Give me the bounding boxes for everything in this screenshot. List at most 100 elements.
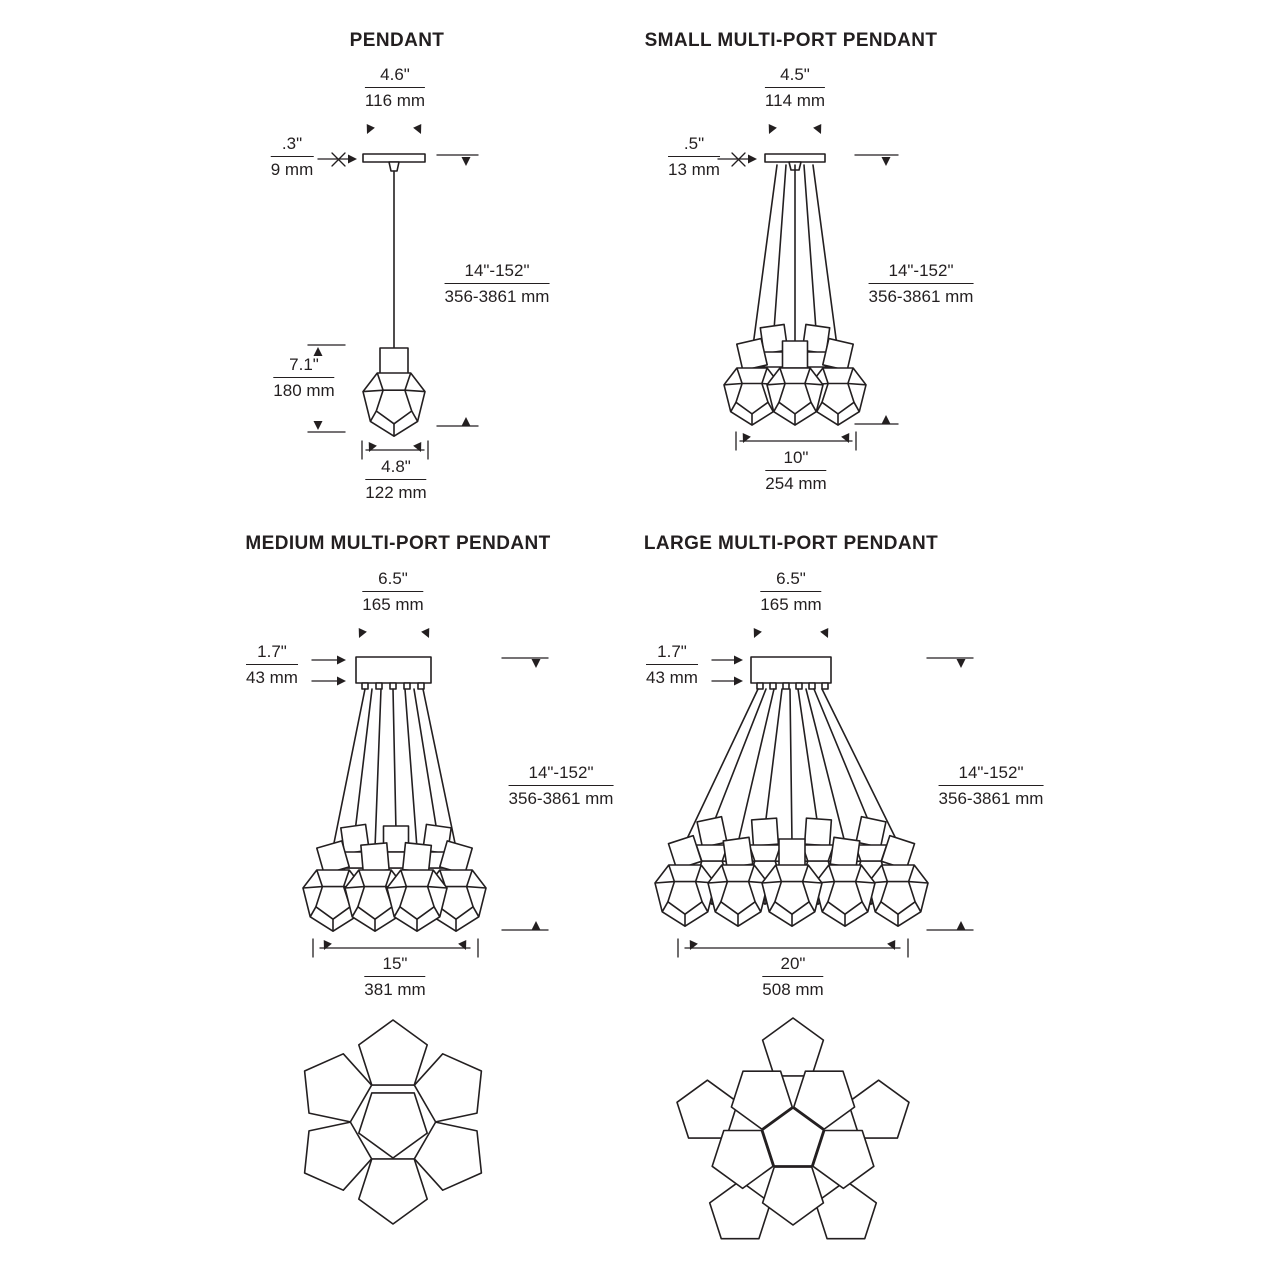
title-pendant: PENDANT (349, 30, 445, 51)
shade-facet-line (400, 869, 408, 887)
dim-inches: 6.5" (760, 568, 822, 593)
dim-mm: 165 mm (362, 595, 424, 615)
asterisk-mark (731, 152, 746, 167)
shade-facet-line (853, 401, 860, 413)
shade-center-facet (821, 382, 855, 415)
cord-grip (756, 682, 764, 690)
shade-facet-line (822, 367, 829, 384)
cord (737, 688, 775, 844)
shade-facet-line (775, 864, 783, 882)
shade-facet-line (426, 869, 434, 887)
socket (821, 337, 855, 372)
cord-grip (375, 682, 383, 690)
canopy (355, 656, 432, 684)
stem-mount (388, 161, 400, 172)
pentagon-top-view (814, 1180, 878, 1240)
dim-pendant-canopy-height: .3" 9 mm (270, 133, 314, 181)
shade-facet-line (907, 864, 915, 882)
socket (781, 340, 809, 369)
cord (354, 688, 373, 833)
dim-inches: 1.7" (646, 641, 698, 666)
shade-facet-line (376, 372, 384, 391)
shade-facet-line (801, 864, 809, 882)
dim-small-canopy-height: .5" 13 mm (668, 133, 720, 181)
shade-facet-line (854, 864, 862, 882)
dim-large-top-width: 6.5" 165 mm (760, 568, 822, 616)
dim-mm: 165 mm (760, 595, 822, 615)
shade-outline (761, 864, 823, 928)
shade-facet-line (309, 906, 317, 918)
shade-facet-line (465, 869, 473, 887)
pentagon-top-view (761, 1107, 825, 1167)
cord-grip (795, 682, 803, 690)
shade-facet-line (810, 401, 817, 413)
shade-facet-line (707, 880, 728, 884)
dim-small-drop: 14"-152" 356-3861 mm (868, 260, 974, 308)
shade-facet-line (351, 906, 359, 918)
dim-mm: 114 mm (764, 91, 826, 111)
cord (404, 688, 418, 849)
dim-mm: 13 mm (668, 160, 720, 180)
pentagon-top-view (730, 1070, 794, 1130)
dim-mm: 356-3861 mm (868, 287, 974, 307)
pentagon-top-view (847, 1079, 910, 1139)
dim-large-canopy-height: 1.7" 43 mm (646, 641, 698, 689)
dim-inches: .3" (270, 133, 314, 158)
shade-facet-line (384, 869, 392, 887)
shade-facet-line (847, 367, 854, 384)
dim-inches: 20" (762, 953, 824, 978)
shade-facet-line (723, 382, 743, 386)
pentagon-top-view (792, 1070, 856, 1130)
pentagon-top-view (357, 1019, 429, 1086)
canopy (750, 656, 832, 684)
shade-facet-line (804, 382, 824, 386)
shade-facet-line (874, 901, 882, 913)
shade-facet-line (754, 901, 762, 913)
dim-large-drop: 14"-152" 356-3861 mm (938, 762, 1044, 810)
title-medium-multiport: MEDIUM MULTI-PORT PENDANT (245, 533, 551, 554)
shade-facet-line (773, 401, 780, 413)
dim-mm: 254 mm (765, 474, 827, 494)
shade-facet-line (668, 864, 676, 882)
shade-facet-line (747, 864, 755, 882)
generated-fixture-art (302, 323, 929, 1240)
shade-facet-line (847, 382, 867, 386)
shade-facet-line (730, 401, 737, 413)
pentagon-top-view (676, 1079, 739, 1139)
dim-inches: 14"-152" (508, 762, 614, 787)
socket (803, 817, 833, 847)
dim-inches: 14"-152" (868, 260, 974, 285)
shade-facet-line (802, 880, 823, 884)
shade-facet-line (466, 885, 487, 889)
pentagon-top-view (711, 1129, 774, 1190)
cord-grip (769, 682, 777, 690)
cord-grip (808, 682, 816, 690)
cord (805, 688, 846, 844)
cord-grip (821, 682, 829, 690)
dim-mm: 180 mm (273, 381, 335, 401)
shade-facet-line (358, 869, 366, 887)
cord (392, 688, 397, 833)
shade-facet-line (821, 901, 829, 913)
shade-facet-line (433, 906, 441, 918)
shade-outline (723, 367, 781, 426)
dim-inches: 4.5" (764, 64, 826, 89)
shade-facet-line (767, 401, 774, 413)
shade-facet-line (779, 367, 786, 384)
shade-facet-line (766, 382, 786, 386)
shade-center-facet (827, 880, 863, 916)
shade-center-facet (774, 880, 810, 916)
socket (750, 817, 780, 847)
dim-small-top-width: 4.5" 114 mm (764, 64, 826, 112)
shade-facet-line (386, 885, 407, 889)
shade-facet-line (736, 367, 743, 384)
dim-pendant-fixture-height: 7.1" 180 mm (273, 354, 335, 402)
dim-mm: 356-3861 mm (938, 789, 1044, 809)
shade-facet-line (804, 367, 811, 384)
pentagon-top-view (761, 1166, 825, 1226)
shade-facet-line (808, 901, 816, 913)
dim-mm: 381 mm (364, 980, 426, 1000)
shade-outline (654, 864, 716, 928)
shade-facet-line (714, 901, 722, 913)
dim-mm: 43 mm (246, 668, 298, 688)
